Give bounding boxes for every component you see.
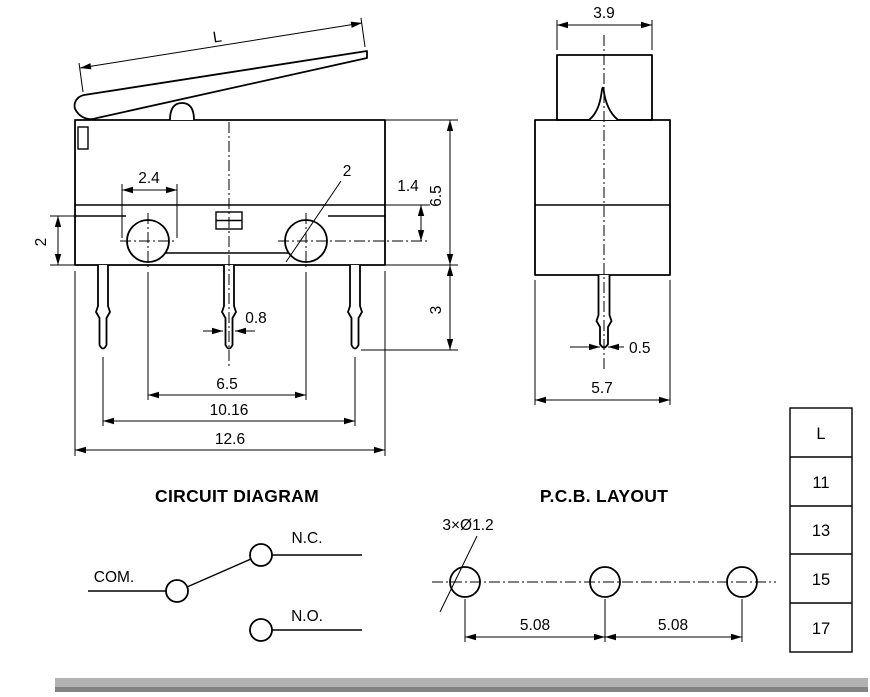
- terminal-pin-left: [95, 265, 111, 350]
- side-body-outline: [534, 119, 671, 276]
- leader-line-hole: [285, 180, 342, 263]
- dim-label-button-width: 3.9: [593, 5, 615, 22]
- com-contact: [165, 579, 189, 603]
- footer-divider: [55, 678, 868, 692]
- side-view: 3.9 0.5 5.7: [534, 5, 671, 405]
- dim-label-hole-spacing: 6.5: [216, 376, 238, 393]
- dim-label-outer-pin-spacing: 10.16: [210, 402, 249, 419]
- table-cell: 13: [812, 522, 830, 540]
- nc-contact: [249, 543, 273, 567]
- dim-label-pitch-right: 5.08: [658, 617, 688, 634]
- ext-line: [360, 17, 366, 48]
- circuit-diagram-title: CIRCUIT DIAGRAM: [155, 486, 319, 506]
- dim-label-body-width: 12.6: [215, 431, 245, 448]
- dim-label-body-depth: 5.7: [591, 380, 613, 397]
- terminal-pin-center: [221, 265, 237, 350]
- pcb-layout: P.C.B. LAYOUT 3×Ø1.2 5.08 5.08: [432, 486, 776, 642]
- plunger-button: [169, 102, 195, 121]
- terminal-pin-right: [347, 265, 363, 350]
- table-cell: 11: [812, 474, 829, 492]
- dim-label-left-step: 2: [33, 238, 50, 247]
- no-contact: [249, 618, 273, 642]
- dim-label-pitch-left: 5.08: [520, 617, 550, 634]
- table-cell: 17: [812, 620, 830, 638]
- pcb-layout-title: P.C.B. LAYOUT: [540, 486, 668, 506]
- length-table: L 11 13 15 17: [789, 407, 853, 653]
- dim-label-shoulder: 1.4: [397, 178, 419, 195]
- pcb-holes-label: 3×Ø1.2: [442, 517, 493, 534]
- lever-arm: [73, 50, 368, 121]
- dim-label-top-width: 2.4: [138, 170, 160, 187]
- footer-bar-top: [55, 678, 868, 687]
- spring-anchor-detail: [77, 126, 89, 150]
- dim-label-lever-length: L: [212, 28, 224, 46]
- nc-label: N.C.: [292, 530, 323, 547]
- dim-label-body-height: 6.5: [428, 185, 445, 207]
- table-border: [789, 407, 853, 653]
- switch-arm-line: [186, 558, 252, 588]
- com-label: COM.: [94, 569, 134, 586]
- dim-label-hole-diameter: 2: [343, 163, 352, 180]
- table-cell: 15: [812, 571, 830, 589]
- front-view: L 2.4 2 1.4 6.5 3 0.8 6.5: [33, 17, 458, 456]
- dim-line-lever: [79, 21, 363, 70]
- circuit-diagram: CIRCUIT DIAGRAM COM. N.C. N.O.: [88, 486, 362, 642]
- dim-label-pin-width: 0.8: [245, 310, 267, 327]
- plunger-spike: [588, 86, 619, 121]
- footer-bar-bottom: [55, 687, 868, 692]
- dim-label-pin-length: 3: [428, 306, 445, 315]
- no-label: N.O.: [291, 608, 323, 625]
- pcb-holes-leader-line: [439, 535, 478, 613]
- dim-label-side-pin-width: 0.5: [629, 340, 651, 357]
- table-header-cell: L: [816, 425, 825, 443]
- ext-line: [78, 62, 84, 93]
